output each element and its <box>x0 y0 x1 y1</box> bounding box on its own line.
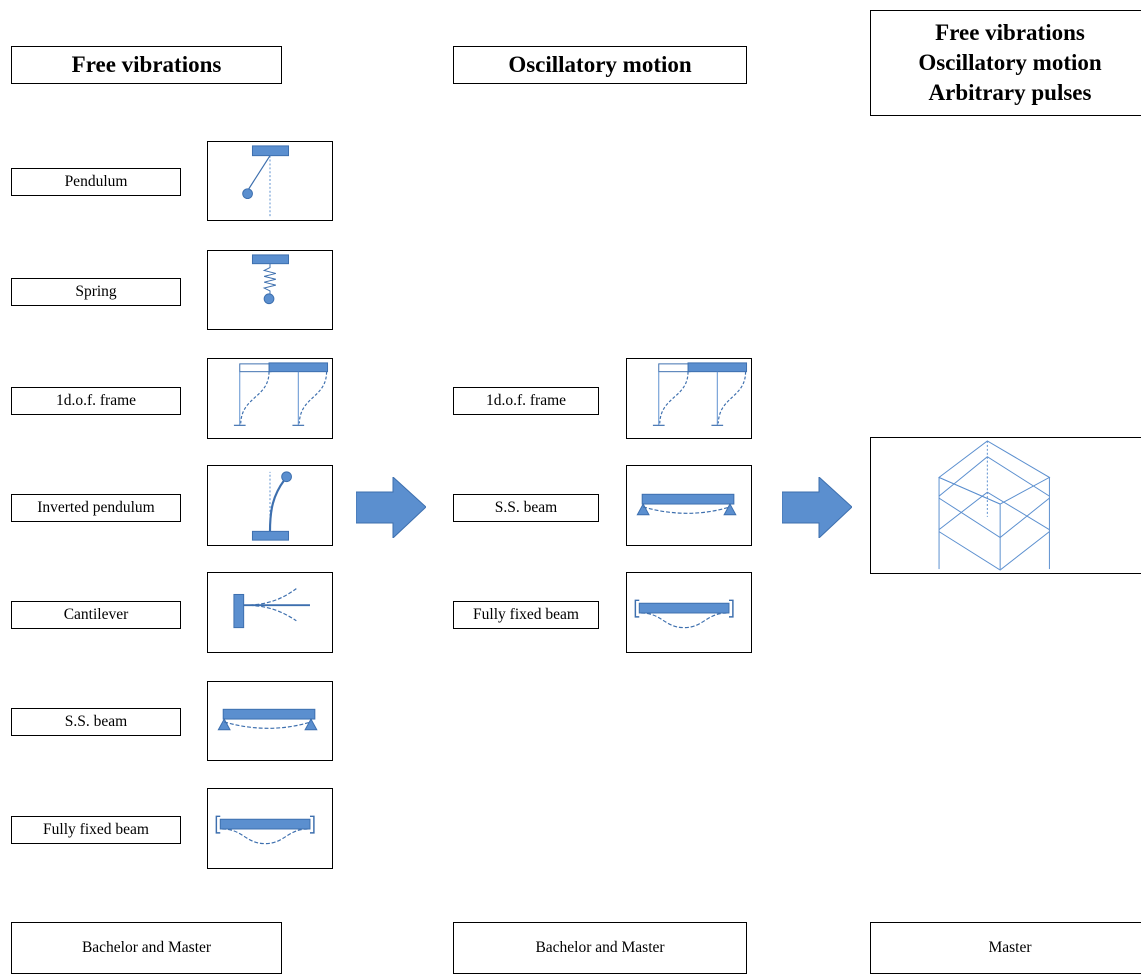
header-combined: Free vibrations Oscillatory motion Arbit… <box>870 10 1141 116</box>
pendulum-figure <box>207 141 333 221</box>
label-pendulum-text: Pendulum <box>64 173 128 190</box>
ss-beam-figure-osc <box>626 465 752 546</box>
label-1dof-frame-text: 1d.o.f. frame <box>55 392 137 409</box>
header-oscillatory-motion-text: Oscillatory motion <box>508 52 692 77</box>
ss-beam-figure <box>207 681 333 761</box>
footer-bachelor-master-2: Bachelor and Master <box>453 922 747 974</box>
label-spring-text: Spring <box>75 283 117 300</box>
header-free-vibrations-text: Free vibrations <box>71 52 222 77</box>
fixed-beam-figure-osc <box>626 572 752 653</box>
frame-figure-osc <box>626 358 752 439</box>
label-fixed-beam: Fully fixed beam <box>11 816 181 844</box>
label-ss-beam-osc: S.S. beam <box>453 494 599 522</box>
header-oscillatory-motion: Oscillatory motion <box>453 46 747 84</box>
fixed-beam-figure <box>207 788 333 869</box>
label-1dof-frame-osc-text: 1d.o.f. frame <box>485 392 567 409</box>
label-spring: Spring <box>11 278 181 306</box>
label-ss-beam: S.S. beam <box>11 708 181 736</box>
header-free-vibrations: Free vibrations <box>11 46 282 84</box>
multistorey-frame-figure <box>870 437 1141 574</box>
footer-master-text: Master <box>988 939 1032 956</box>
cantilever-figure <box>207 572 333 653</box>
footer-bachelor-master-1-text: Bachelor and Master <box>81 939 212 956</box>
right-arrow-icon <box>356 477 426 538</box>
label-ss-beam-osc-text: S.S. beam <box>494 499 558 516</box>
right-arrow-icon-2 <box>782 477 852 538</box>
header-combined-line-1: Free vibrations <box>935 20 1085 45</box>
label-fixed-beam-osc-text: Fully fixed beam <box>473 606 579 623</box>
label-fixed-beam-text: Fully fixed beam <box>43 821 149 838</box>
label-1dof-frame: 1d.o.f. frame <box>11 387 181 415</box>
frame-figure <box>207 358 333 439</box>
label-ss-beam-text: S.S. beam <box>64 713 128 730</box>
header-combined-line-3: Arbitrary pulses <box>928 80 1092 105</box>
footer-master: Master <box>870 922 1141 974</box>
footer-bachelor-master-1: Bachelor and Master <box>11 922 282 974</box>
label-1dof-frame-osc: 1d.o.f. frame <box>453 387 599 415</box>
footer-bachelor-master-2-text: Bachelor and Master <box>535 939 665 956</box>
label-cantilever-text: Cantilever <box>63 606 129 623</box>
label-inverted-pendulum: Inverted pendulum <box>11 494 181 522</box>
inverted-pendulum-figure <box>207 465 333 546</box>
label-inverted-pendulum-text: Inverted pendulum <box>37 499 155 516</box>
spring-figure <box>207 250 333 330</box>
label-pendulum: Pendulum <box>11 168 181 196</box>
label-fixed-beam-osc: Fully fixed beam <box>453 601 599 629</box>
label-cantilever: Cantilever <box>11 601 181 629</box>
header-combined-line-2: Oscillatory motion <box>918 50 1102 75</box>
